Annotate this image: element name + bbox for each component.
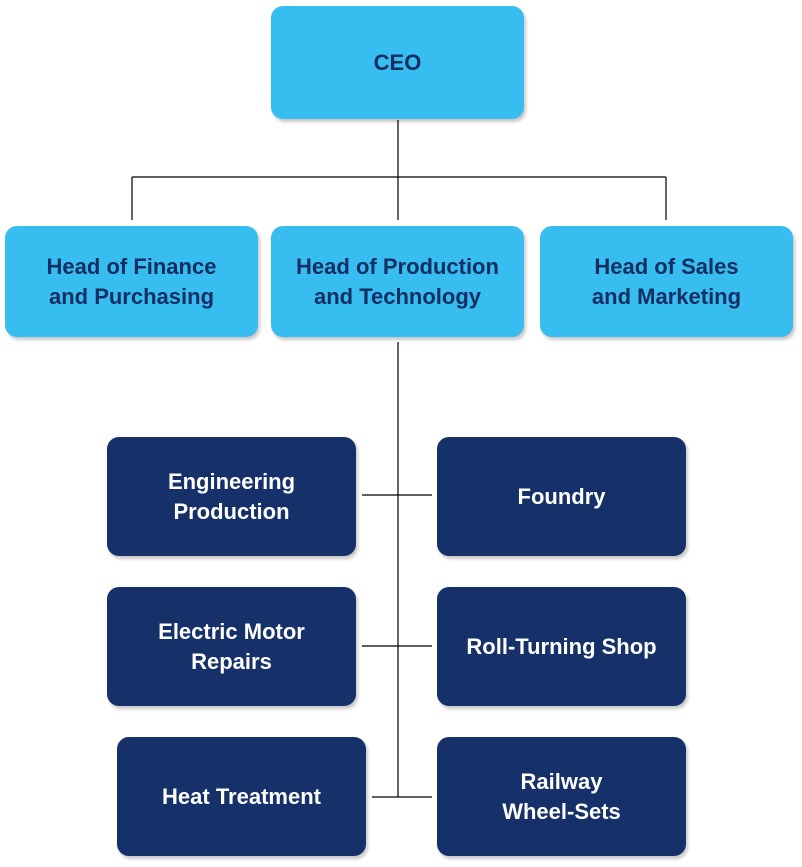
head-finance-label: Head of Finance and Purchasing [46,253,217,309]
head-production-label: Head of Production and Technology [296,253,499,309]
dept-railway-wheel-sets-box: Railway Wheel-Sets [437,737,686,856]
ceo-box: CEO [271,6,524,119]
dept-electric-motor-repairs-box: Electric Motor Repairs [107,587,356,706]
head-finance-box: Head of Finance and Purchasing [5,226,258,337]
head-sales-label: Head of Sales and Marketing [591,253,742,309]
dept-railway-wheel-sets-label: Railway Wheel-Sets [502,768,621,824]
dept-heat-treatment-label: Heat Treatment [162,783,321,809]
head-sales-box: Head of Sales and Marketing [540,226,793,337]
dept-foundry-label: Foundry [517,483,606,509]
ceo-label: CEO [373,49,422,75]
dept-foundry-box: Foundry [437,437,686,556]
dept-roll-turning-shop-box: Roll-Turning Shop [437,587,686,706]
dept-engineering-production-box: Engineering Production [107,437,356,556]
dept-heat-treatment-box: Heat Treatment [117,737,366,856]
dept-engineering-production-label: Engineering Production [167,468,296,524]
dept-electric-motor-repairs-label: Electric Motor Repairs [158,618,305,674]
dept-roll-turning-shop-label: Roll-Turning Shop [466,633,657,659]
head-production-box: Head of Production and Technology [271,226,524,337]
